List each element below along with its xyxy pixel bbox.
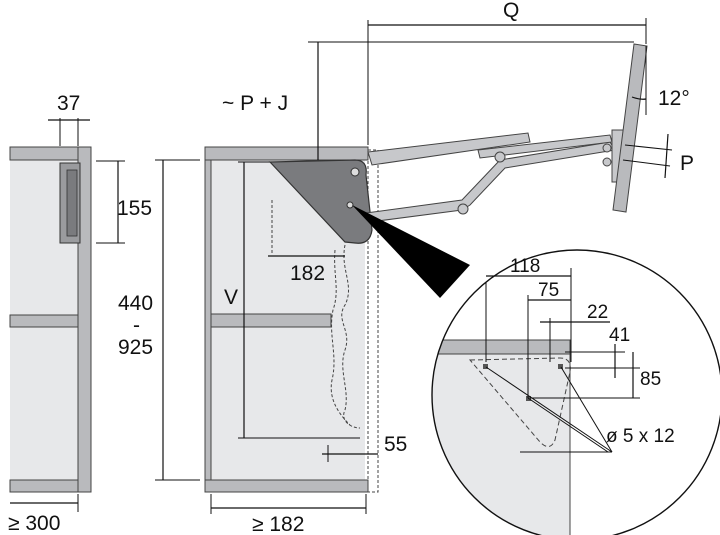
label-182: 182: [290, 262, 325, 285]
label-range-dash: -: [133, 314, 140, 337]
dim-182: 182: [268, 255, 345, 285]
label-37: 37: [57, 92, 80, 115]
detail-mechanism-outline: [468, 357, 571, 447]
opened-door: [612, 43, 648, 213]
dim-p-plus-j: ~ P + J: [222, 41, 634, 160]
label-925: 925: [118, 336, 153, 359]
dim-q: Q: [367, 0, 647, 145]
dim-37: 37: [48, 92, 90, 146]
dim-ge-300: ≥ 300: [8, 494, 79, 535]
dim-v: V: [224, 161, 360, 439]
label-75: 75: [538, 280, 559, 301]
label-22: 22: [587, 302, 608, 323]
dim-55: 55: [322, 433, 407, 462]
label-55: 55: [384, 433, 407, 456]
label-118: 118: [510, 256, 540, 277]
label-p-plus-j: ~ P + J: [222, 92, 288, 115]
arm-travel-path: [341, 244, 361, 429]
label-ge-182: ≥ 182: [252, 513, 304, 535]
hole-1: [483, 364, 488, 369]
hole-2: [558, 364, 563, 369]
lift-arms: [365, 129, 625, 223]
label-ge-300: ≥ 300: [8, 512, 60, 535]
detail-callout: 118 75 22 41 85 ø 5 x 12: [352, 205, 720, 535]
front-view-cabinet: [204, 146, 379, 493]
dim-angle: 12°: [631, 46, 690, 115]
label-440: 440: [118, 292, 153, 315]
dim-ge-182: ≥ 182: [210, 494, 367, 535]
label-41: 41: [609, 325, 630, 346]
label-hole-spec: ø 5 x 12: [606, 426, 675, 447]
label-q: Q: [503, 0, 519, 22]
side-view-cabinet: [9, 146, 92, 493]
dim-155: 155: [96, 160, 152, 244]
dim-p: P: [622, 133, 694, 179]
closed-door-outline: [367, 149, 379, 493]
lift-mechanism: [268, 159, 373, 244]
label-155: 155: [117, 197, 152, 220]
label-12-degree: 12°: [658, 87, 690, 110]
label-85: 85: [640, 369, 661, 390]
label-v: V: [224, 286, 238, 309]
dim-height-range: 440 - 925: [118, 159, 200, 481]
label-p: P: [680, 152, 694, 175]
